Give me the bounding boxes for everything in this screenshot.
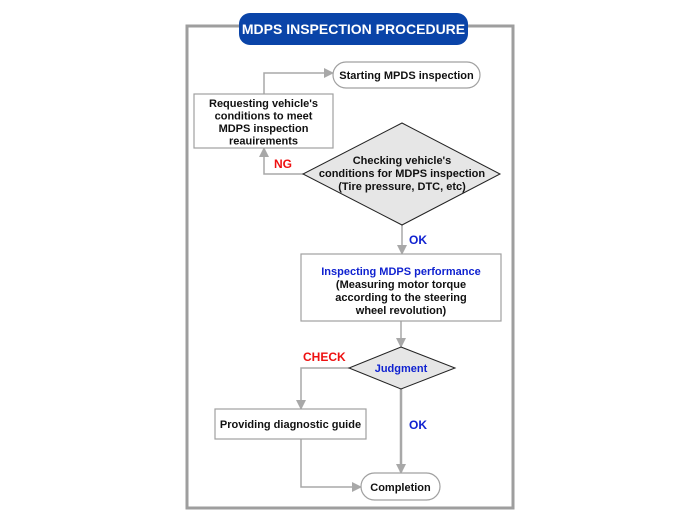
edge-judgment-check-to-diagnostic bbox=[296, 367, 349, 410]
inspect-line-2: according to the steering bbox=[335, 292, 466, 304]
title-badge-background bbox=[239, 13, 468, 45]
node-diagnostic: Providing diagnostic guide bbox=[214, 408, 367, 440]
check-line-1: Checking vehicle's bbox=[353, 155, 452, 167]
edge-label-ng: NG bbox=[274, 157, 292, 171]
inspect-process-box bbox=[300, 253, 502, 322]
node-request: Requesting vehicle's conditions to meet … bbox=[193, 93, 334, 149]
connectors bbox=[259, 68, 407, 492]
check-line-2: conditions for MDPS inspection bbox=[319, 168, 486, 180]
diagram-title: MDPS INSPECTION PROCEDURE bbox=[242, 21, 465, 37]
edge-diagnostic-to-completion bbox=[300, 439, 362, 492]
edge-request-to-start bbox=[263, 68, 334, 94]
request-line-1: Requesting vehicle's bbox=[209, 98, 318, 110]
inspect-line-3: wheel revolution) bbox=[355, 305, 447, 317]
check-line-3: (Tire pressure, DTC, etc) bbox=[338, 181, 466, 193]
edge-check-ng-to-request bbox=[259, 147, 303, 175]
inspect-line-1: (Measuring motor torque bbox=[336, 279, 466, 291]
node-check-conditions: Checking vehicle's conditions for MDPS i… bbox=[301, 122, 502, 226]
node-judgment: Judgment bbox=[347, 346, 457, 390]
node-inspect: Inspecting MDPS performance (Measuring m… bbox=[300, 253, 502, 322]
edge-label-check: CHECK bbox=[303, 350, 346, 364]
edge-label-ok-judgment: OK bbox=[409, 418, 427, 432]
node-start: Starting MPDS inspection bbox=[332, 61, 481, 89]
title-badge: MDPS INSPECTION PROCEDURE bbox=[239, 13, 468, 45]
start-terminal-shape bbox=[332, 61, 481, 89]
check-conditions-diamond bbox=[301, 122, 502, 226]
completion-terminal-shape bbox=[360, 472, 441, 501]
start-label: Starting MPDS inspection bbox=[339, 70, 474, 82]
request-process-box bbox=[193, 93, 334, 149]
diagnostic-process-box bbox=[214, 408, 367, 440]
request-line-3: MDPS inspection bbox=[219, 123, 309, 135]
completion-label: Completion bbox=[370, 482, 431, 494]
request-line-4: reauirements bbox=[229, 136, 298, 148]
judgment-diamond bbox=[347, 346, 457, 390]
node-completion: Completion bbox=[360, 472, 441, 501]
request-line-2: conditions to meet bbox=[215, 111, 313, 123]
diagnostic-label: Providing diagnostic guide bbox=[220, 419, 361, 431]
edge-label-ok-check: OK bbox=[409, 233, 427, 247]
judgment-label: Judgment bbox=[375, 363, 428, 375]
inspect-heading: Inspecting MDPS performance bbox=[321, 266, 481, 278]
